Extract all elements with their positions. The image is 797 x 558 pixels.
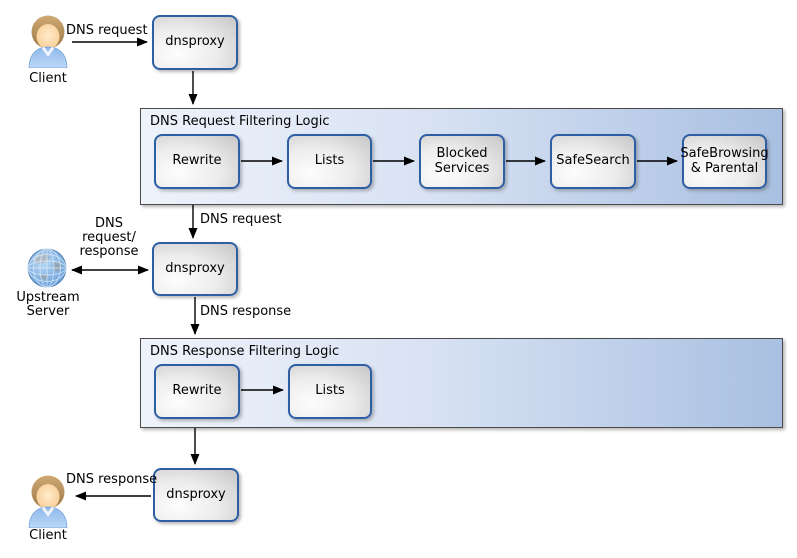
edge-label-filter-to-proxy: DNS request <box>200 212 282 227</box>
step-label: SafeBrowsing & Parental <box>680 145 769 176</box>
step-label: Rewrite <box>172 153 222 169</box>
dnsproxy-top-label: dnsproxy <box>165 34 225 50</box>
step-blocked-services: Blocked Services <box>419 134 505 189</box>
step-label: Lists <box>315 383 345 399</box>
response-filtering-container: DNS Response Filtering Logic Rewrite Lis… <box>140 338 783 428</box>
client-bottom-person-icon <box>26 474 70 529</box>
dnsproxy-node-middle: dnsproxy <box>152 242 238 296</box>
dnsproxy-bottom-label: dnsproxy <box>166 486 226 502</box>
step-rewrite-response: Rewrite <box>154 364 240 419</box>
edge-label-proxy-to-filter: DNS response <box>200 304 292 319</box>
dnsproxy-mid-label: dnsproxy <box>165 260 225 276</box>
step-lists-response: Lists <box>288 364 372 419</box>
client-top-label: Client <box>29 71 67 86</box>
dnsproxy-node-top: dnsproxy <box>152 15 238 70</box>
request-filtering-container: DNS Request Filtering Logic Rewrite List… <box>140 108 783 205</box>
upstream-server-label: Upstream Server <box>16 290 80 320</box>
client-top-person-icon <box>26 14 70 69</box>
step-rewrite-request: Rewrite <box>154 134 240 189</box>
request-filtering-title: DNS Request Filtering Logic <box>150 114 330 129</box>
upstream-globe-icon <box>27 248 67 288</box>
step-safesearch: SafeSearch <box>550 134 636 189</box>
dnsproxy-node-bottom: dnsproxy <box>153 468 239 522</box>
step-label: SafeSearch <box>556 153 630 169</box>
step-label: Lists <box>314 153 345 169</box>
client-bottom-label: Client <box>29 528 67 543</box>
step-safebrowsing-parental: SafeBrowsing & Parental <box>680 134 769 189</box>
edge-label-proxy-to-client: DNS response <box>66 472 158 487</box>
step-label: Rewrite <box>172 383 222 399</box>
step-label: Blocked Services <box>434 145 490 176</box>
edge-label-upstream-exchange: DNS request/ response <box>79 216 139 260</box>
response-filtering-title: DNS Response Filtering Logic <box>150 344 340 359</box>
step-lists-request: Lists <box>287 134 372 189</box>
edge-label-client-to-proxy: DNS request <box>66 23 148 38</box>
